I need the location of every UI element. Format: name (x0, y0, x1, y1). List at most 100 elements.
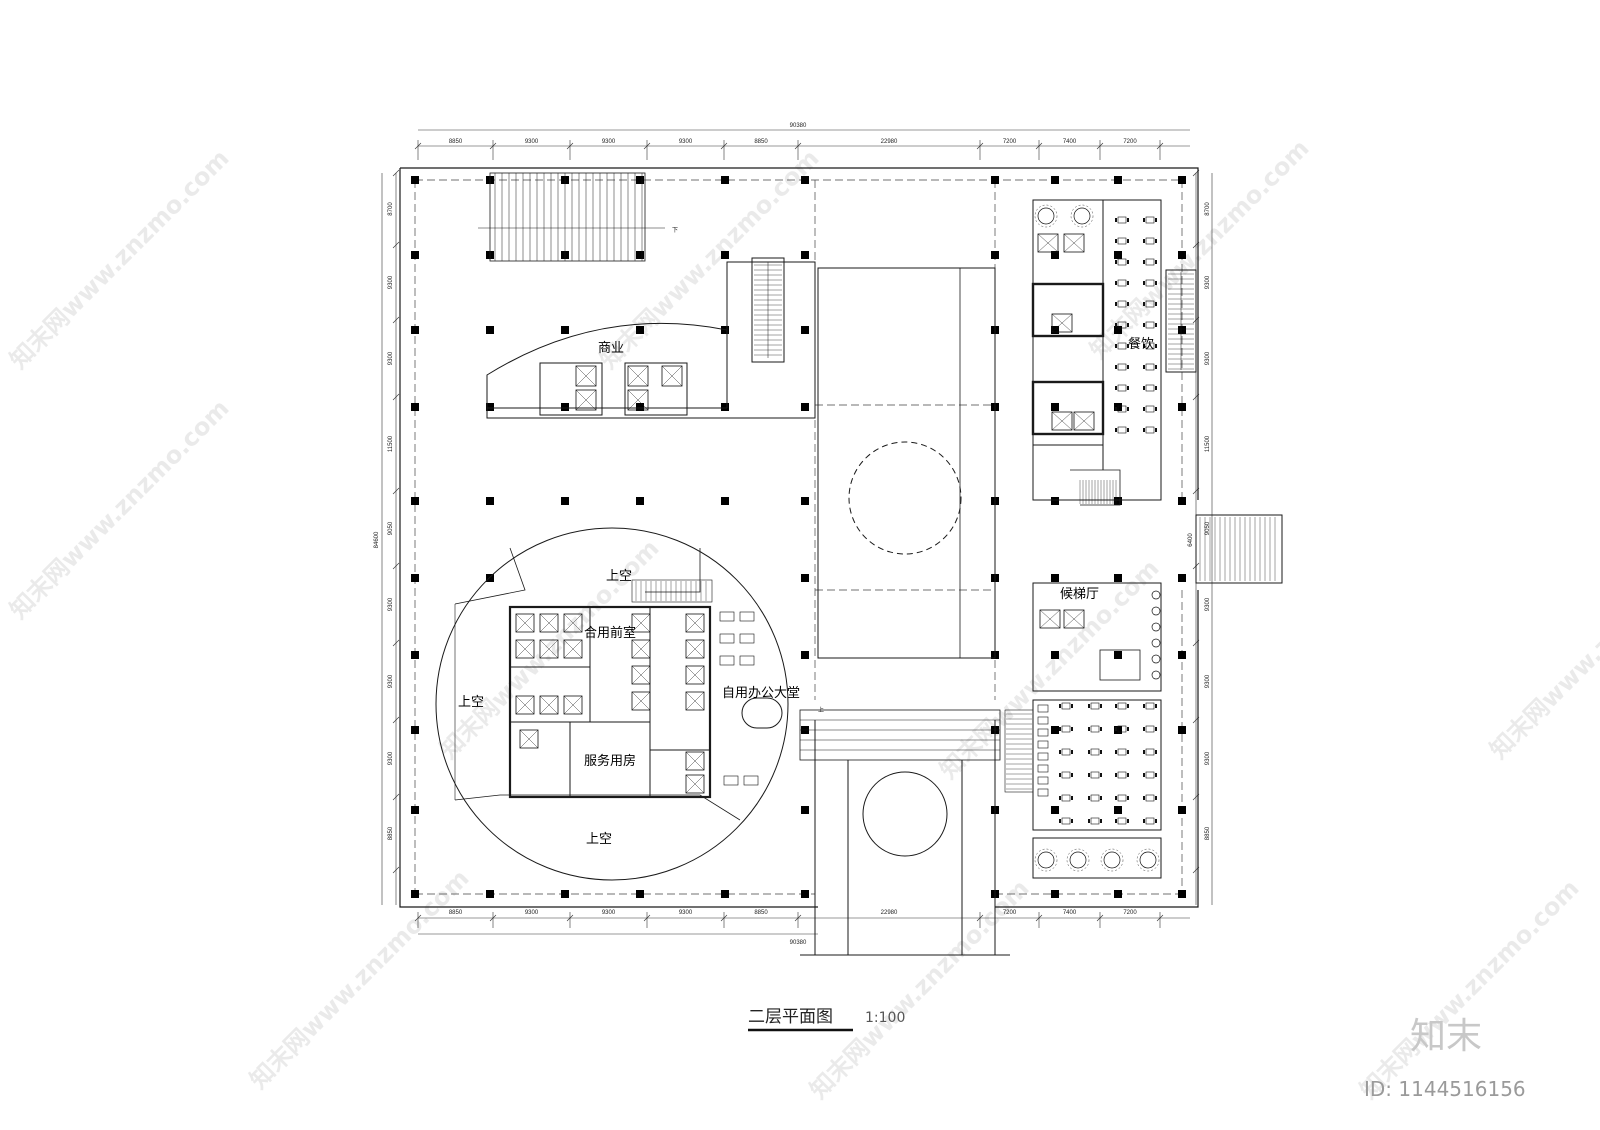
dining-table (1117, 748, 1127, 756)
elevator-cabs-rotunda (515, 613, 705, 794)
elevator-cab (539, 613, 559, 633)
dimension-label-right: 9300 (1205, 351, 1211, 365)
dimension-label-bottom: 8850 (754, 910, 768, 916)
dimension-ticks (392, 140, 1200, 928)
column (1178, 651, 1186, 659)
office-desk (739, 633, 755, 644)
column (1114, 890, 1122, 898)
column (1051, 403, 1059, 411)
column (1178, 326, 1186, 334)
column (1178, 574, 1186, 582)
room-label-shared-lobby: 合用前室 (584, 625, 636, 641)
dining-table (1117, 258, 1127, 266)
office-desk (719, 633, 735, 644)
dining-table (1145, 216, 1155, 224)
structural-columns (411, 176, 1186, 898)
watermark-text: 知末网www.znzmo.com (4, 394, 234, 624)
dining-table (1061, 771, 1071, 779)
elevator-cab (519, 729, 539, 749)
column (486, 403, 494, 411)
dining-table (1061, 748, 1071, 756)
column (801, 251, 809, 259)
elevator-cab (563, 613, 583, 633)
column (561, 403, 569, 411)
dimension-label-bottom: 9300 (525, 910, 539, 916)
dining-table (1061, 702, 1071, 710)
dining-table (1145, 300, 1155, 308)
column (636, 251, 644, 259)
column (411, 806, 419, 814)
elevator-cabs-east (1037, 233, 1095, 629)
elevator-cab (515, 695, 535, 715)
elevator-cab (1039, 609, 1061, 629)
dining-table (1145, 817, 1155, 825)
column (991, 176, 999, 184)
round-table (1037, 851, 1055, 869)
column (1051, 726, 1059, 734)
desk (1037, 764, 1049, 773)
elevator-cab (1051, 411, 1073, 431)
dimension-label-bottom: 7400 (1063, 910, 1077, 916)
column (721, 497, 729, 505)
dimension-label-left: 9300 (388, 597, 394, 611)
dining-table (1145, 426, 1155, 434)
dimension-label-top: 9300 (679, 139, 693, 145)
dining-table (1061, 725, 1071, 733)
column (1114, 176, 1122, 184)
dining-table (1061, 794, 1071, 802)
dining-table (1145, 794, 1155, 802)
room-label-elevator-hall: 候梯厅 (1060, 587, 1099, 602)
room-label-void-left: 上空 (458, 695, 484, 710)
elevator-cabs-commercial (575, 365, 683, 411)
dining-table (1117, 300, 1127, 308)
elevator-cab (575, 365, 597, 387)
dining-table (1117, 279, 1127, 287)
column (1051, 574, 1059, 582)
image-id: ID: 1144516156 (1364, 1077, 1526, 1101)
elevator-cab (1063, 609, 1085, 629)
elevator-cab (1073, 411, 1095, 431)
column (1051, 251, 1059, 259)
elevator-cab (539, 639, 559, 659)
dining-table (1117, 725, 1127, 733)
dimension-lines (381, 129, 1213, 935)
column (636, 176, 644, 184)
dining-table (1117, 794, 1127, 802)
dining-table (1145, 321, 1155, 329)
elevator-cab (631, 691, 651, 711)
column (721, 890, 729, 898)
elevator-cab (563, 639, 583, 659)
column (636, 403, 644, 411)
dining-table (1145, 384, 1155, 392)
watermark-text: 知末网www.znzmo.com (934, 554, 1164, 784)
dimension-label-left: 9300 (388, 674, 394, 688)
column (721, 403, 729, 411)
elevator-cab (575, 389, 597, 411)
elevator-cab (685, 613, 705, 633)
column (1178, 806, 1186, 814)
column (411, 726, 419, 734)
dining-table (1117, 702, 1127, 710)
dining-table (1145, 363, 1155, 371)
column (801, 497, 809, 505)
dimension-label-left: 9300 (388, 751, 394, 765)
elevator-cab (1037, 233, 1059, 253)
planter (1151, 606, 1161, 616)
dimension-label-top: 22980 (881, 139, 898, 145)
dining-table (1145, 702, 1155, 710)
dimension-label-bottom: 7200 (1003, 910, 1017, 916)
room-label-void-top: 上空 (606, 569, 632, 584)
dimension-label-left: 9300 (388, 351, 394, 365)
dining-table (1117, 771, 1127, 779)
commercial-zone (478, 172, 816, 419)
elevator-cab (515, 613, 535, 633)
planter (1151, 654, 1161, 664)
elevator-cab (631, 665, 651, 685)
column (561, 326, 569, 334)
column (411, 326, 419, 334)
desk (1037, 740, 1049, 749)
dimension-label-right: 9300 (1205, 674, 1211, 688)
dining-table (1117, 321, 1127, 329)
desk (1037, 716, 1049, 725)
